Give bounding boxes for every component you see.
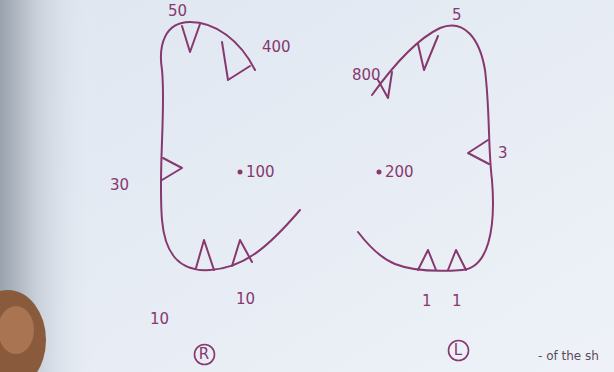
measure-number: 1 bbox=[452, 294, 462, 309]
arch-outline bbox=[161, 22, 300, 270]
arch-outline bbox=[358, 26, 493, 271]
thumb-nail bbox=[0, 306, 34, 354]
measure-number: 800 bbox=[352, 68, 381, 83]
side-circle: R bbox=[193, 343, 216, 366]
tooth-mark bbox=[468, 140, 489, 164]
side-circle: L bbox=[447, 339, 470, 362]
tooth-mark bbox=[182, 24, 200, 52]
tooth-mark bbox=[162, 158, 182, 180]
tooth-mark bbox=[196, 240, 214, 270]
tooth-mark bbox=[418, 36, 438, 70]
side-letter: R bbox=[199, 347, 209, 362]
center-dot bbox=[377, 170, 382, 175]
measure-number: 1 bbox=[422, 294, 432, 309]
measure-number: 3 bbox=[498, 146, 508, 161]
measure-number: 30 bbox=[110, 178, 129, 193]
measure-number: 400 bbox=[262, 40, 291, 55]
tooth-mark bbox=[448, 250, 466, 270]
measure-number: 10 bbox=[236, 292, 255, 307]
center-dot bbox=[238, 170, 243, 175]
tooth-mark bbox=[222, 42, 250, 80]
center-number: 200 bbox=[385, 165, 414, 180]
note-text: - of the sh bbox=[538, 350, 599, 362]
measure-number: 50 bbox=[168, 4, 187, 19]
measure-number: 5 bbox=[452, 8, 462, 23]
tooth-mark bbox=[232, 240, 252, 266]
measure-number: 10 bbox=[150, 312, 169, 327]
tooth-mark bbox=[418, 250, 436, 270]
thumb bbox=[0, 290, 46, 372]
side-letter: L bbox=[454, 343, 462, 358]
center-number: 100 bbox=[246, 165, 275, 180]
